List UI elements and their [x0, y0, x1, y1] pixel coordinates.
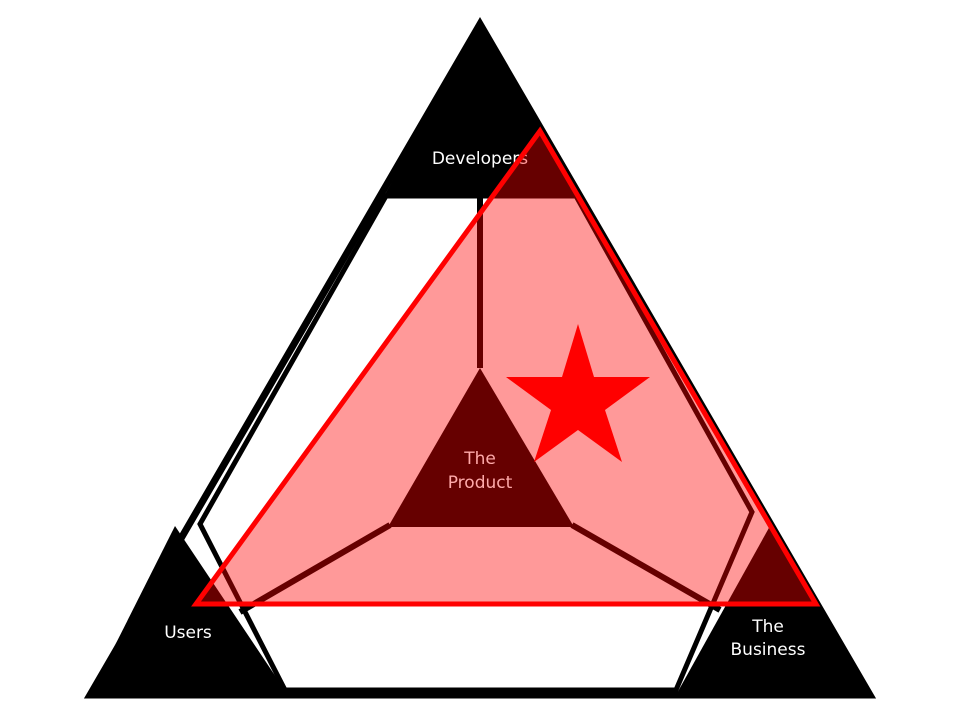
label-users: Users	[164, 623, 212, 643]
connector-left	[238, 522, 392, 615]
label-the-product-line2: Product	[448, 473, 513, 493]
connector-right	[570, 522, 722, 613]
label-the-product-line1: The	[463, 449, 496, 469]
star-icon	[506, 324, 650, 462]
center-product-triangle	[388, 368, 574, 527]
corner-users	[90, 526, 288, 695]
overlay-triangle	[191, 126, 821, 607]
label-the-business-line2: Business	[731, 640, 806, 660]
corner-the-business	[676, 526, 870, 695]
corner-developers	[384, 24, 576, 196]
label-developers: Developers	[432, 149, 528, 169]
label-the-business-line1: The	[751, 617, 784, 637]
